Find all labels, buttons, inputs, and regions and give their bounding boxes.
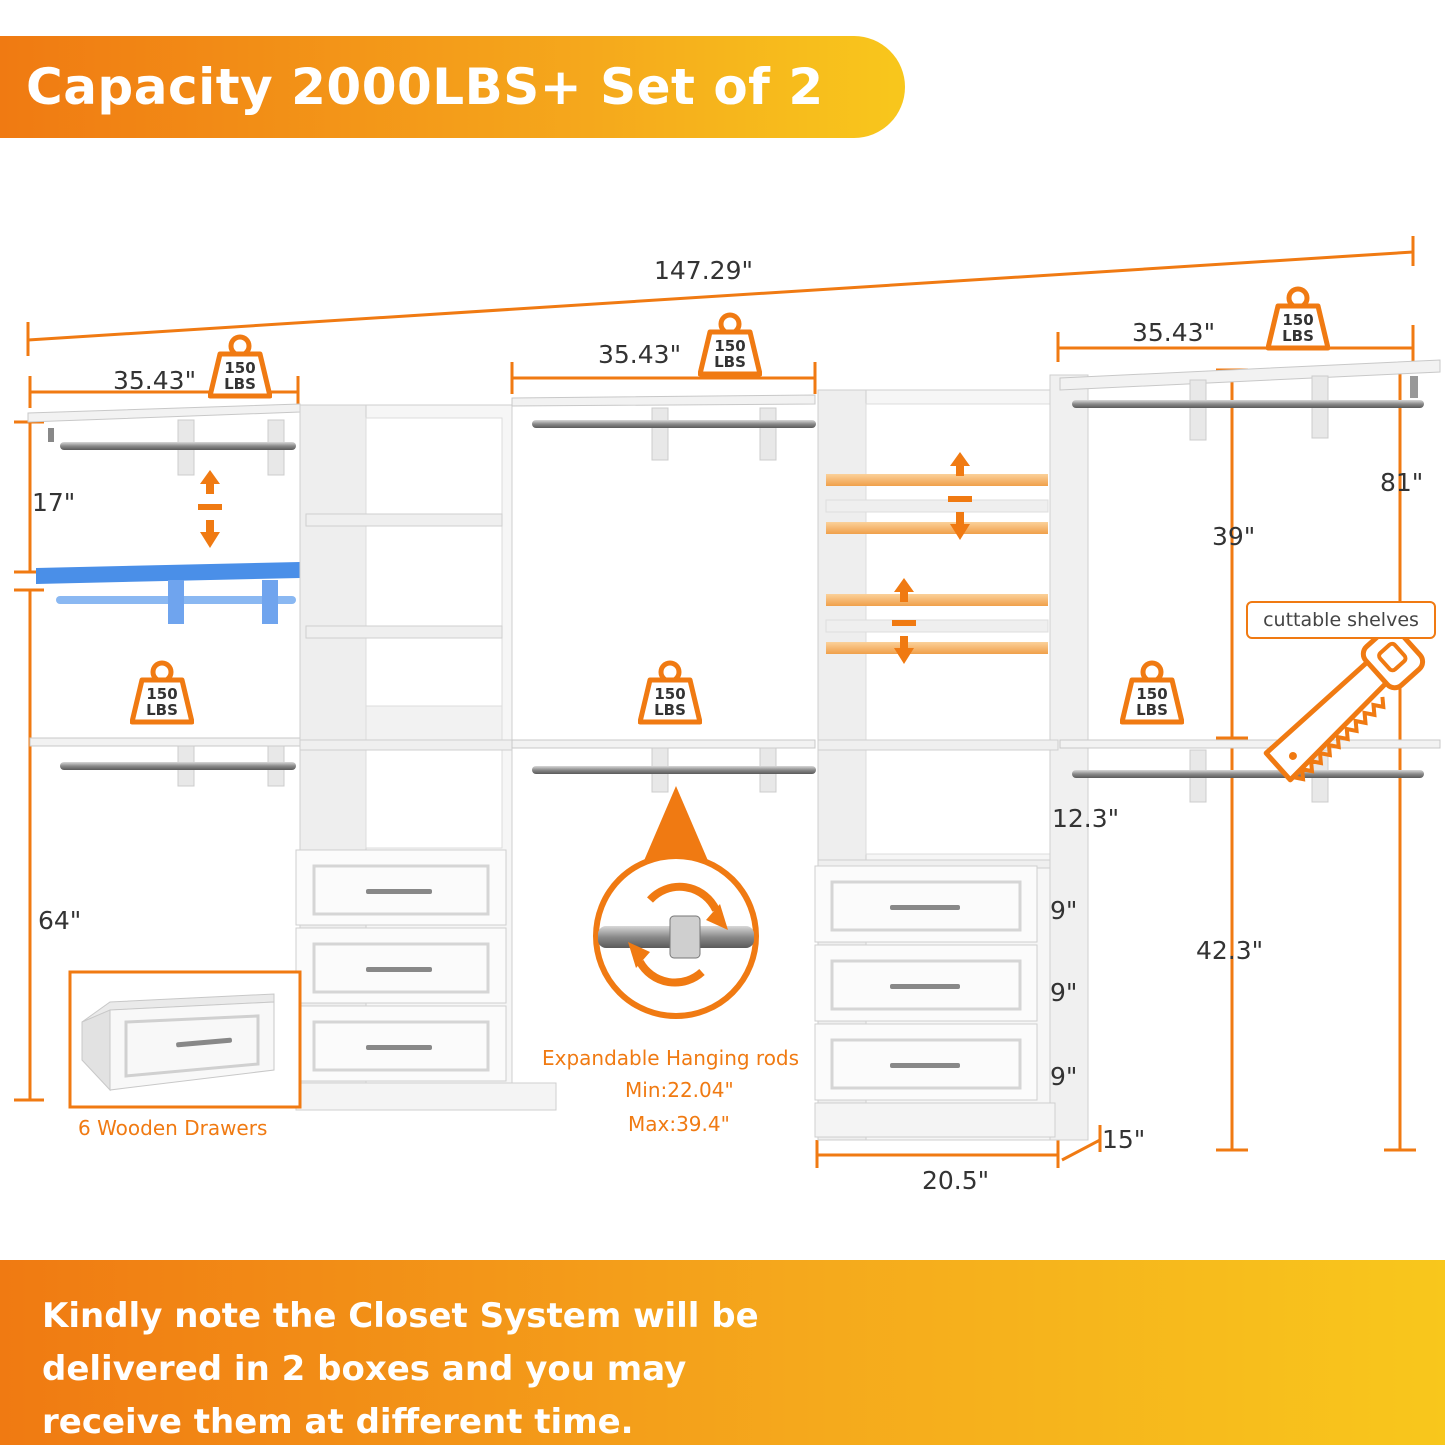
left-tower bbox=[295, 404, 557, 1111]
dim-total-width: 147.29" bbox=[654, 256, 753, 285]
middle-lower-shelf bbox=[511, 739, 816, 793]
weight-icon: 150 LBS bbox=[208, 334, 272, 410]
expandable-rods-label: Expandable Hanging rods bbox=[542, 1046, 800, 1070]
delivery-note: Kindly note the Closet System will be de… bbox=[42, 1296, 759, 1442]
dim-middle-width: 35.43" bbox=[598, 340, 682, 369]
rod-max-label: Max:39.4" bbox=[628, 1112, 730, 1136]
weight-value: 150 bbox=[654, 685, 686, 703]
adjustable-shelf-blue bbox=[36, 562, 300, 624]
dim-shelf-gap: 17" bbox=[32, 488, 76, 517]
dim-tower-depth: 15" bbox=[1102, 1125, 1146, 1154]
left-upper-shelf bbox=[27, 403, 301, 476]
dim-drawer-1: 9" bbox=[1050, 896, 1078, 925]
capacity-banner bbox=[0, 36, 905, 138]
weight-icon: 150 LBS bbox=[638, 660, 702, 736]
expandable-rod-callout bbox=[593, 786, 759, 1019]
dim-cubby-height: 12.3" bbox=[1052, 804, 1120, 833]
right-upper-shelf bbox=[1059, 359, 1441, 441]
rod-min-label: Min:22.04" bbox=[625, 1078, 734, 1102]
weight-value: 150 bbox=[146, 685, 178, 703]
weight-unit: LBS bbox=[146, 701, 178, 719]
drawer-inset bbox=[68, 970, 302, 1109]
adjust-arrows-left bbox=[198, 470, 222, 548]
weight-value: 150 bbox=[1282, 311, 1314, 329]
weight-unit: LBS bbox=[224, 375, 256, 393]
left-lower-shelf bbox=[29, 737, 301, 787]
dim-left-height: 64" bbox=[38, 906, 82, 935]
weight-unit: LBS bbox=[1282, 327, 1314, 345]
weight-icon: 150 LBS bbox=[1120, 660, 1184, 736]
dim-drawer-3: 9" bbox=[1050, 1062, 1078, 1091]
dim-left-width: 35.43" bbox=[113, 366, 197, 395]
weight-value: 150 bbox=[224, 359, 256, 377]
right-lower-shelf bbox=[1059, 739, 1441, 803]
weight-unit: LBS bbox=[654, 701, 686, 719]
dim-drawer-2: 9" bbox=[1050, 978, 1078, 1007]
weight-value: 150 bbox=[1136, 685, 1168, 703]
middle-upper-shelf bbox=[511, 394, 816, 461]
weight-icon: 150 LBS bbox=[130, 660, 194, 736]
weight-unit: LBS bbox=[1136, 701, 1168, 719]
cuttable-shelves-label: cuttable shelves bbox=[1246, 601, 1436, 639]
weight-unit: LBS bbox=[714, 353, 746, 371]
saw-icon bbox=[1263, 625, 1426, 783]
dim-tower-width: 20.5" bbox=[922, 1166, 990, 1195]
dim-right-lower: 42.3" bbox=[1196, 936, 1264, 965]
weight-value: 150 bbox=[714, 337, 746, 355]
dim-total-height: 81" bbox=[1380, 468, 1424, 497]
drawers-label: 6 Wooden Drawers bbox=[78, 1116, 268, 1140]
weight-icon: 150 LBS bbox=[698, 312, 762, 388]
delivery-footer bbox=[0, 1260, 1445, 1445]
dim-right-width: 35.43" bbox=[1132, 318, 1216, 347]
adjust-arrows-right bbox=[892, 452, 972, 664]
dim-right-upper: 39" bbox=[1212, 522, 1256, 551]
weight-icon: 150 LBS bbox=[1266, 286, 1330, 362]
banner-title: Capacity 2000LBS+ Set of 2 bbox=[26, 58, 824, 116]
right-tower bbox=[814, 374, 1089, 1141]
